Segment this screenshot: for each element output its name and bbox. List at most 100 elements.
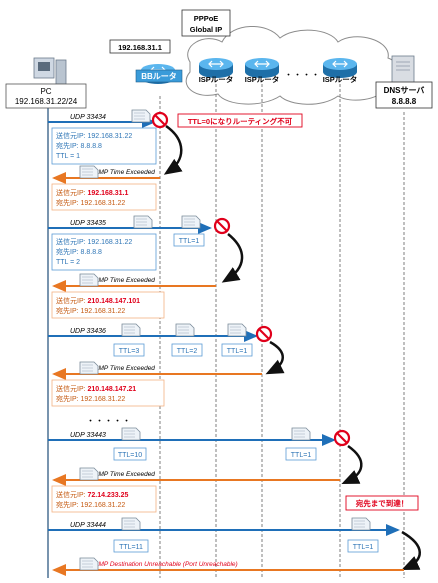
s1-reply-packet-icon <box>79 165 99 179</box>
s5-ttl-b: TTL=1 <box>353 544 374 551</box>
s1-alert-box <box>177 113 303 128</box>
s3-ttl-c: TTL=1 <box>227 348 248 355</box>
s2-reply-packet-icon <box>79 273 99 287</box>
pc-label: PC <box>40 87 51 96</box>
bb-router-label-box <box>135 69 183 83</box>
pppoe-box <box>181 9 231 37</box>
s1-ttl: TTL = 1 <box>56 153 80 160</box>
s5-ttl-a: TTL=11 <box>119 544 143 551</box>
s4-r-dst-label: 宛先IP: <box>56 500 79 509</box>
svg-text:送信元IP: 72.14.233.25: 送信元IP: 72.14.233.25 <box>56 490 128 499</box>
s2-packet-icon-1 <box>133 215 153 229</box>
s1-turn-arrow <box>163 124 183 175</box>
svg-text:宛先IP: 192.168.31.22: 宛先IP: 192.168.31.22 <box>56 394 125 403</box>
s4-packet-icon-2 <box>291 427 311 441</box>
s3-packet-icon-2 <box>175 323 195 337</box>
s3-r-dst-label: 宛先IP: <box>56 394 79 403</box>
isp1-label: ISPルータ <box>199 74 234 84</box>
s5-turn-arrow <box>401 530 421 571</box>
s4-reply-box <box>51 485 157 513</box>
s3-packet-icon-1 <box>121 323 141 337</box>
s5-udp: UDP 33444 <box>70 522 106 529</box>
s1-src-value: 192.168.31.22 <box>88 133 133 140</box>
s4-udp: UDP 33443 <box>70 432 106 439</box>
s1-reply-box <box>51 183 157 211</box>
s5-packet-icon-1 <box>121 517 141 531</box>
s3-reply-box <box>51 379 165 407</box>
s3-udp: UDP 33436 <box>70 328 106 335</box>
s2-dst-label: 宛先IP: <box>56 247 79 256</box>
svg-text:送信元IP: 192.168.31.22: 送信元IP: 192.168.31.22 <box>56 131 132 140</box>
s3-ttl-a-box <box>113 343 145 357</box>
s2-ttl-tag: TTL=1 <box>179 238 200 245</box>
s5-reply-packet-icon <box>79 557 99 571</box>
s4-r-src-value: 72.14.233.25 <box>88 492 129 499</box>
s3-ttl-a: TTL=3 <box>119 348 140 355</box>
omitted-steps-dots: ・・・・・ <box>86 416 131 426</box>
s1-dst-label: 宛先IP: <box>56 141 79 150</box>
isp-dots: ・・・・ <box>284 70 320 80</box>
s1-block-icon <box>151 111 169 129</box>
isp2-label: ISPルータ <box>245 74 280 84</box>
svg-text:宛先IP: 192.168.31.22: 宛先IP: 192.168.31.22 <box>56 500 125 509</box>
svg-text:宛先IP: 8.8.8.8: 宛先IP: 8.8.8.8 <box>56 141 102 150</box>
s1-src-label: 送信元IP: <box>56 131 86 140</box>
s3-icmp: ICMP Time Exceeded <box>92 365 155 372</box>
s1-udp: UDP 33434 <box>70 114 106 121</box>
s4-r-src-label: 送信元IP: <box>56 490 86 499</box>
s4-turn-arrow <box>341 444 363 485</box>
bb-ip: 192.168.31.1 <box>118 43 162 52</box>
s2-dst-value: 8.8.8.8 <box>81 249 103 256</box>
s3-ttl-c-box <box>221 343 253 357</box>
s4-ttl-a-box <box>113 447 147 461</box>
s3-ttl-b-box <box>171 343 203 357</box>
pc-icon <box>25 57 67 89</box>
pc-ip: 192.168.31.22/24 <box>15 97 78 106</box>
s1-r-src-value: 192.168.31.1 <box>88 190 129 197</box>
s3-block-icon <box>255 325 273 343</box>
svg-text:送信元IP: 192.168.31.1: 送信元IP: 192.168.31.1 <box>56 188 128 197</box>
s5-packet-icon-2 <box>351 517 371 531</box>
s1-icmp: ICMP Time Exceeded <box>92 169 155 176</box>
s4-packet-icon-1 <box>121 427 141 441</box>
svg-text:送信元IP: 210.148.147.21: 送信元IP: 210.148.147.21 <box>56 384 136 393</box>
s2-request-box <box>51 233 157 271</box>
s1-dst-value: 8.8.8.8 <box>81 143 103 150</box>
s2-r-src-value: 210.148.147.101 <box>88 298 141 305</box>
s3-r-src-value: 210.148.147.21 <box>88 386 137 393</box>
bb-ip-box <box>109 39 171 54</box>
s3-packet-icon-3 <box>227 323 247 337</box>
s2-icmp: ICMP Time Exceeded <box>92 277 155 284</box>
s3-turn-arrow <box>265 340 285 375</box>
s4-reply-packet-icon <box>79 467 99 481</box>
s2-ttl: TTL = 2 <box>56 259 80 266</box>
s1-request-box <box>51 127 157 165</box>
s2-turn-arrow <box>221 233 244 283</box>
bb-router-label: BBルータ <box>141 71 177 81</box>
svg-text:送信元IP: 210.148.147.101: 送信元IP: 210.148.147.101 <box>56 296 140 305</box>
s2-ttl-tag-box <box>173 233 205 247</box>
s2-reply-box <box>51 291 165 319</box>
s2-udp: UDP 33435 <box>70 220 106 227</box>
s5-alert: 宛先まで到達！ <box>356 498 409 508</box>
s5-icmp: ICMP Destination Unreachable (Port Unrea… <box>92 561 238 568</box>
s4-ttl-b-box <box>285 447 317 461</box>
s5-ttl-a-box <box>113 539 149 553</box>
s1-alert: TTL=0になりルーティング不可 <box>188 116 293 126</box>
svg-text:宛先IP: 192.168.31.22: 宛先IP: 192.168.31.22 <box>56 198 125 207</box>
pc-label-box <box>5 83 87 109</box>
s2-r-dst-label: 宛先IP: <box>56 306 79 315</box>
svg-text:送信元IP: 192.168.31.22: 送信元IP: 192.168.31.22 <box>56 237 132 246</box>
dns-label: DNSサーバ <box>384 86 425 95</box>
s3-r-src-label: 送信元IP: <box>56 384 86 393</box>
s3-r-dst-value: 192.168.31.22 <box>81 396 126 403</box>
svg-text:宛先IP: 8.8.8.8: 宛先IP: 8.8.8.8 <box>56 247 102 256</box>
s5-ttl-b-box <box>347 539 379 553</box>
s3-ttl-b: TTL=2 <box>177 348 198 355</box>
s2-block-icon <box>213 217 231 235</box>
s1-r-src-label: 送信元IP: <box>56 188 86 197</box>
s1-r-dst-value: 192.168.31.22 <box>81 200 126 207</box>
dns-ip: 8.8.8.8 <box>392 97 417 106</box>
svg-text:宛先IP: 192.168.31.22: 宛先IP: 192.168.31.22 <box>56 306 125 315</box>
s2-packet-icon-2 <box>181 215 201 229</box>
